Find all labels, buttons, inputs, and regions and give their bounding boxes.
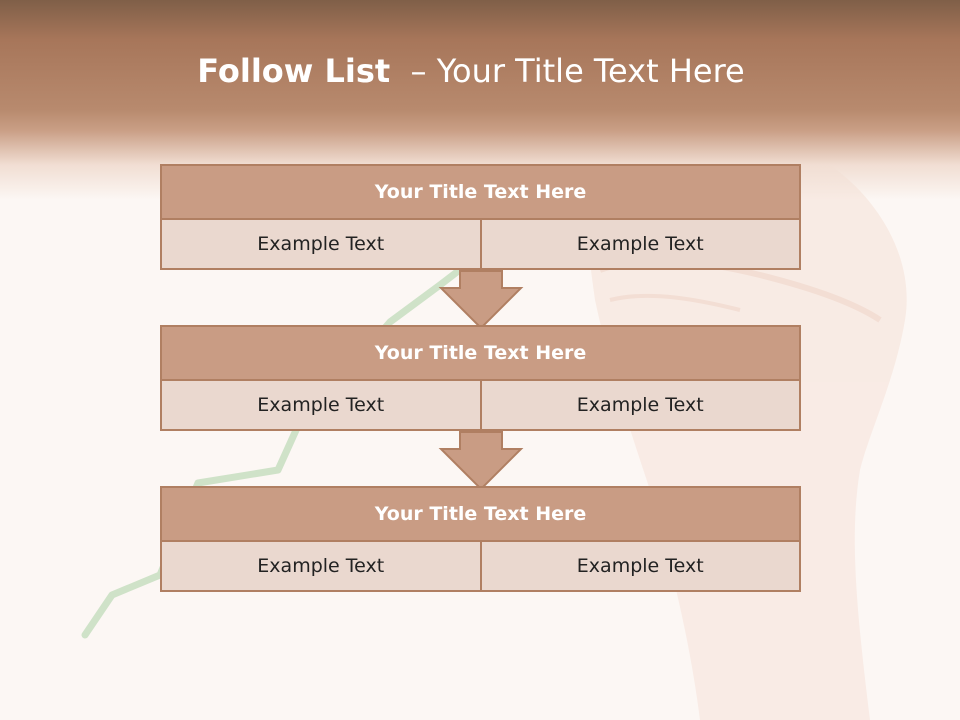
down-arrow-icon (438, 270, 524, 330)
down-arrow-icon (438, 431, 524, 491)
step-box-1: Your Title Text Here Example Text Exampl… (160, 164, 801, 270)
slide-title: Follow List – Your Title Text Here (0, 52, 942, 90)
title-bold: Follow List (197, 52, 391, 90)
step-cell-left: Example Text (160, 220, 482, 270)
step-cell-right: Example Text (481, 381, 801, 431)
step-cell-right: Example Text (481, 220, 801, 270)
step-row: Example Text Example Text (160, 542, 801, 592)
step-row: Example Text Example Text (160, 381, 801, 431)
step-row: Example Text Example Text (160, 220, 801, 270)
step-title: Your Title Text Here (160, 164, 801, 220)
trend-line (81, 154, 552, 639)
step-title: Your Title Text Here (160, 486, 801, 542)
step-cell-left: Example Text (160, 542, 482, 592)
step-cell-left: Example Text (160, 381, 482, 431)
title-subtitle: – Your Title Text Here (410, 52, 745, 90)
step-title: Your Title Text Here (160, 325, 801, 381)
step-cell-right: Example Text (481, 542, 801, 592)
step-box-3: Your Title Text Here Example Text Exampl… (160, 486, 801, 592)
step-box-2: Your Title Text Here Example Text Exampl… (160, 325, 801, 431)
